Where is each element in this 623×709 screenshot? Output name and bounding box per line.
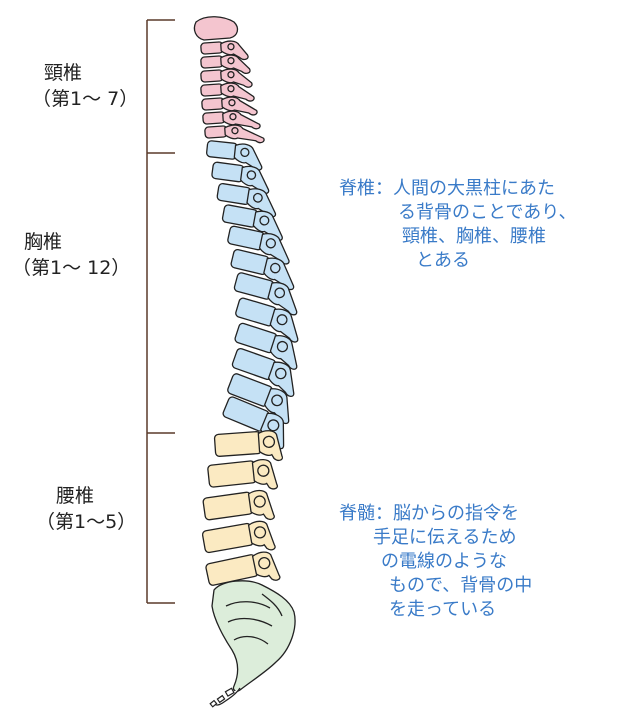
lumbar-label: 腰椎 （第1～5） bbox=[54, 483, 136, 535]
cord-note-line-5: を走っている bbox=[339, 598, 532, 622]
cervical-range: （第1～ 7） bbox=[32, 86, 138, 112]
thoracic-name: 胸椎 bbox=[22, 229, 130, 255]
cord-note-line-4: もので、背骨の中 bbox=[339, 574, 532, 598]
thoracic-label: 胸椎 （第1～ 12） bbox=[22, 229, 130, 281]
spine-note-line-2: る背骨のことであり、 bbox=[339, 201, 577, 225]
spine-note: 脊椎： 人間の大黒柱にあた る背骨のことであり、 頸椎、胸椎、腰椎 とある bbox=[339, 177, 577, 273]
thoracic-range: （第1～ 12） bbox=[12, 255, 130, 281]
lumbar-vertebra bbox=[207, 458, 277, 495]
lumbar-vertebrae bbox=[202, 430, 283, 594]
cervical-name: 頸椎 bbox=[42, 60, 138, 86]
cord-note-line-2: 手足に伝えるため bbox=[339, 526, 532, 550]
spine-note-line-3: 頸椎、胸椎、腰椎 bbox=[339, 225, 577, 249]
spine-note-title: 脊椎： bbox=[339, 177, 393, 201]
lumbar-name: 腰椎 bbox=[54, 483, 136, 509]
cord-note: 脊髄： 脳からの指令を 手足に伝えるため の電線のような もので、背骨の中 を走… bbox=[339, 502, 532, 622]
cord-note-title: 脊髄： bbox=[339, 502, 393, 526]
spine-note-line-4: とある bbox=[339, 249, 577, 273]
cervical-label: 頸椎 （第1～ 7） bbox=[42, 60, 138, 112]
thoracic-vertebrae bbox=[205, 140, 304, 449]
lumbar-vertebra bbox=[214, 430, 282, 465]
region-bracket bbox=[147, 20, 175, 603]
cord-note-line-1: 脳からの指令を bbox=[393, 502, 519, 526]
spine-note-line-1: 人間の大黒柱にあた bbox=[393, 177, 555, 201]
lumbar-range: （第1～5） bbox=[36, 509, 136, 535]
atlas-vertebra bbox=[194, 17, 237, 40]
cervical-vertebrae bbox=[194, 17, 264, 147]
cord-note-line-3: の電線のような bbox=[339, 550, 532, 574]
sacrum bbox=[212, 581, 295, 691]
coccyx bbox=[210, 688, 240, 707]
